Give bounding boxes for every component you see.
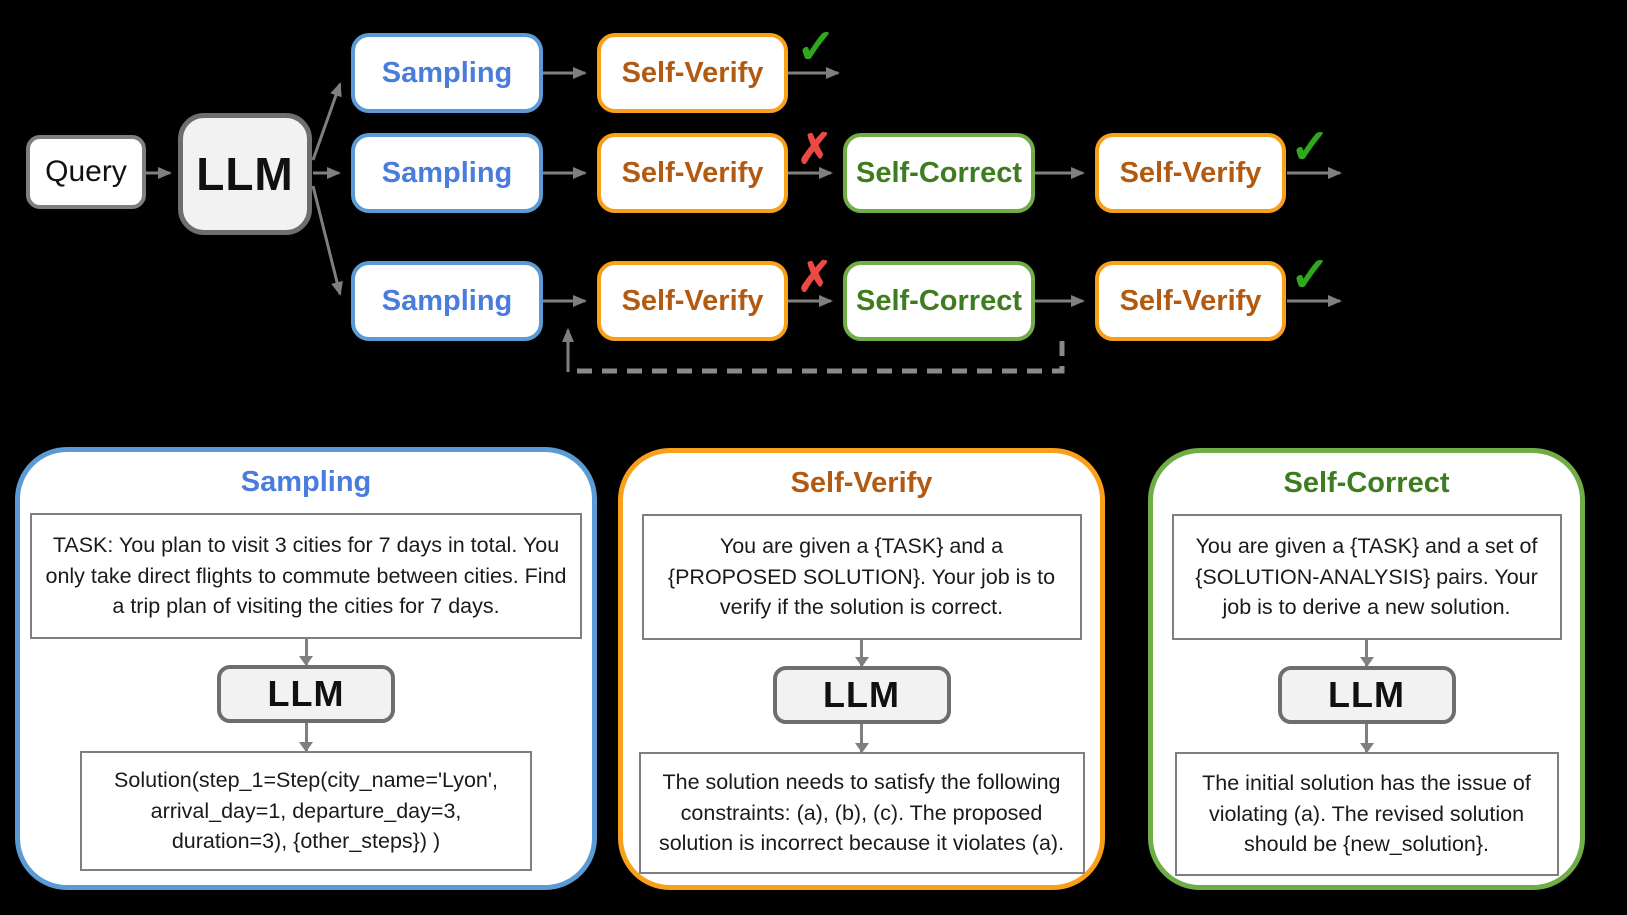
down-arrow bbox=[860, 724, 863, 752]
self-verify2-box-row2: Self-Verify bbox=[1095, 133, 1286, 213]
sampling-box-row1: Sampling bbox=[351, 33, 543, 113]
check-icon: ✓ bbox=[1290, 121, 1331, 174]
llm-chip: LLM bbox=[772, 666, 951, 724]
panel-self-verify: Self-Verify You are given a {TASK} and a… bbox=[618, 448, 1105, 890]
output-box: The solution needs to satisfy the follow… bbox=[638, 752, 1085, 874]
feedback-loop bbox=[562, 328, 1065, 374]
self-correct-box-row3: Self-Correct bbox=[843, 261, 1035, 341]
self-verify-box-row1: Self-Verify bbox=[597, 33, 788, 113]
self-correct-box-row2: Self-Correct bbox=[843, 133, 1035, 213]
panel-title: Sampling bbox=[240, 466, 372, 498]
cross-icon: ✗ bbox=[797, 253, 833, 300]
prompt-box: You are given a {TASK} and a {PROPOSED S… bbox=[641, 514, 1082, 640]
down-arrow bbox=[1365, 640, 1368, 666]
down-arrow bbox=[304, 639, 308, 665]
panel-title: Self-Verify bbox=[790, 467, 933, 499]
llm-chip: LLM bbox=[217, 665, 395, 723]
output-box: Solution(step_1=Step(city_name='Lyon', a… bbox=[80, 751, 532, 871]
sampling-box-row3: Sampling bbox=[351, 261, 543, 341]
check-icon: ✓ bbox=[796, 21, 837, 74]
check-icon: ✓ bbox=[1290, 249, 1331, 302]
cross-icon: ✗ bbox=[797, 125, 833, 172]
panel-sampling: Sampling TASK: You plan to visit 3 citie… bbox=[15, 447, 597, 890]
self-verify-box-row3: Self-Verify bbox=[597, 261, 788, 341]
panel-title: Self-Correct bbox=[1283, 467, 1450, 499]
sampling-box-row2: Sampling bbox=[351, 133, 543, 213]
llm-box: LLM bbox=[178, 113, 312, 235]
query-box: Query bbox=[26, 135, 146, 209]
self-verify2-box-row3: Self-Verify bbox=[1095, 261, 1286, 341]
llm-chip: LLM bbox=[1277, 666, 1456, 724]
prompt-box: TASK: You plan to visit 3 cities for 7 d… bbox=[30, 513, 582, 639]
output-box: The initial solution has the issue of vi… bbox=[1174, 752, 1559, 876]
prompt-box: You are given a {TASK} and a set of {SOL… bbox=[1171, 514, 1562, 640]
panel-self-correct: Self-Correct You are given a {TASK} and … bbox=[1148, 448, 1585, 890]
self-verify-box-row2: Self-Verify bbox=[597, 133, 788, 213]
down-arrow bbox=[860, 640, 863, 666]
down-arrow bbox=[304, 723, 308, 751]
down-arrow bbox=[1365, 724, 1368, 752]
